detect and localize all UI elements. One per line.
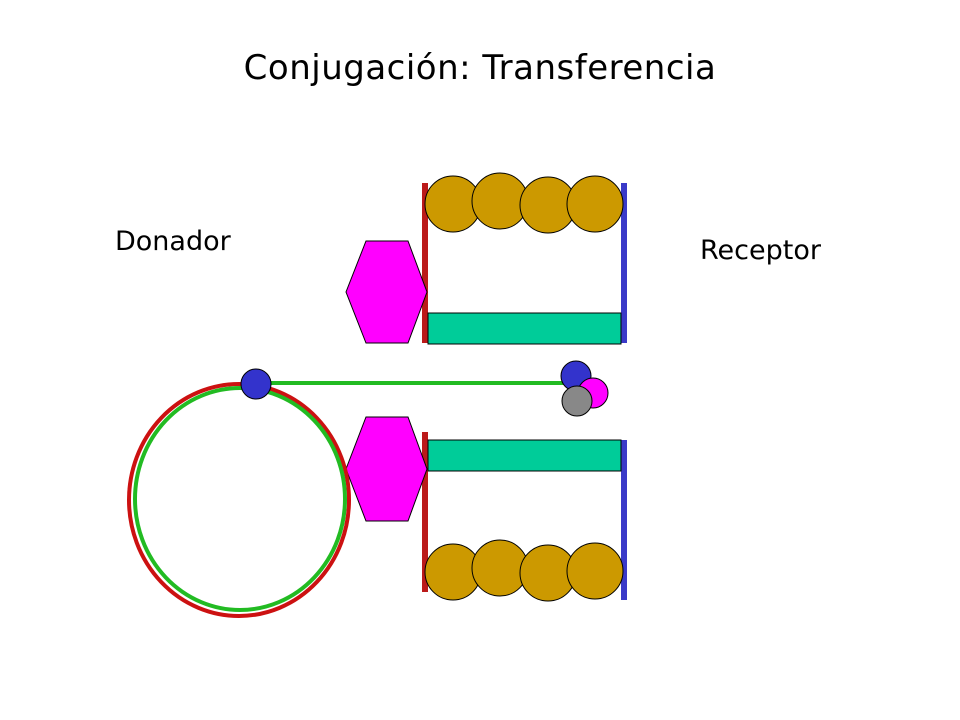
lower-pilus-protein-2 (471, 539, 529, 597)
lower-hexagon-protein (345, 416, 428, 522)
lower-pore-assembly (345, 416, 627, 602)
recipient-label: Receptor (700, 235, 821, 266)
upper-pore-assembly (345, 172, 627, 345)
lower-pilus-protein-4 (566, 542, 624, 600)
leading-protein-complex (560, 360, 609, 417)
plasmid-outer-strand (127, 382, 351, 618)
upper-pilus-protein-4 (566, 175, 624, 233)
slide-title: Conjugación: Transferencia (243, 48, 717, 88)
donor-label: Donador (115, 226, 231, 257)
upper-pilus-protein-2 (471, 172, 529, 230)
relaxase-donor (240, 368, 272, 400)
lower-channel (427, 439, 622, 472)
plasmid (127, 382, 351, 618)
upper-hexagon-protein (345, 240, 428, 344)
upper-channel (427, 312, 622, 345)
helper-protein (561, 385, 593, 417)
plasmid-inner-strand (133, 386, 347, 612)
